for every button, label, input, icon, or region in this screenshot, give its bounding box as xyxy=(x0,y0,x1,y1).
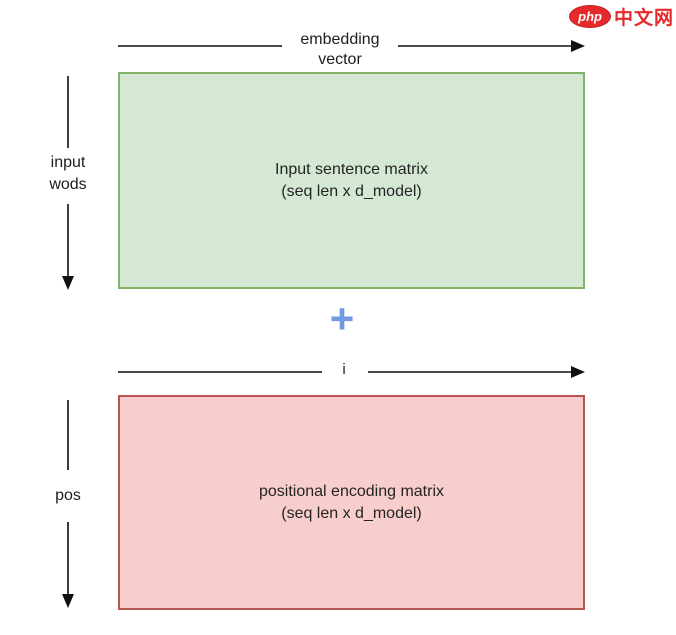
input-words-axis-line xyxy=(67,76,69,148)
embedding-axis-label-line2: vector xyxy=(318,51,362,68)
embedding-axis-line-right xyxy=(398,45,573,47)
positional-encoding-matrix-subtitle: (seq len x d_model) xyxy=(281,504,422,522)
input-words-label-line2: wods xyxy=(49,176,87,193)
php-logo-badge: php xyxy=(569,5,611,28)
i-axis-arrowhead-icon xyxy=(571,366,585,378)
pos-axis-arrow-line xyxy=(67,522,69,596)
i-axis-line-left xyxy=(118,371,322,373)
i-axis-line-right xyxy=(368,371,573,373)
input-sentence-matrix-box: Input sentence matrix (seq len x d_model… xyxy=(118,72,585,289)
pos-axis-line xyxy=(67,400,69,470)
positional-encoding-matrix-title: positional encoding matrix xyxy=(259,482,444,500)
positional-encoding-matrix-box: positional encoding matrix (seq len x d_… xyxy=(118,395,585,610)
input-sentence-matrix-title: Input sentence matrix xyxy=(275,160,428,178)
embedding-axis-label-line1: embedding xyxy=(300,31,380,48)
plus-operator: + xyxy=(329,295,355,342)
input-words-axis-arrow-line xyxy=(67,204,69,278)
embedding-axis-line-left xyxy=(118,45,282,47)
pos-axis-label: pos xyxy=(55,487,81,504)
i-axis-label: i xyxy=(342,361,346,378)
input-words-axis-arrowhead-icon xyxy=(62,276,74,290)
input-words-axis-label: input wods xyxy=(28,152,108,196)
input-sentence-matrix-subtitle: (seq len x d_model) xyxy=(281,182,422,200)
embedding-axis-arrowhead-icon xyxy=(571,40,585,52)
input-words-label-line1: input xyxy=(50,154,86,171)
php-logo-site-name: 中文网 xyxy=(613,8,674,29)
embedding-axis-label: embedding vector xyxy=(282,30,398,70)
php-cn-logo: php 中文网 xyxy=(569,3,674,30)
pos-axis-arrowhead-icon xyxy=(62,594,74,608)
